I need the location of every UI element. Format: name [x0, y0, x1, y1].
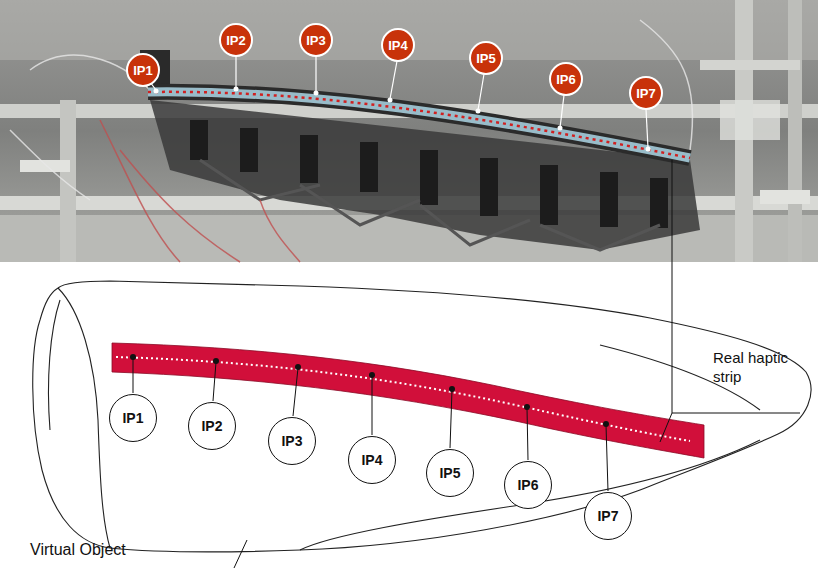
- photo: [0, 0, 818, 262]
- callout-circle-outline: IP4: [348, 436, 396, 484]
- callout-number: IP5: [439, 466, 460, 480]
- virtual-object-outline: [33, 281, 811, 552]
- callout-number: IP3: [306, 34, 326, 47]
- callout-circle: IP4: [381, 28, 415, 62]
- callout-circle-outline: IP5: [426, 449, 474, 497]
- callout-number: IP4: [361, 453, 382, 467]
- callout-number: IP5: [476, 52, 496, 65]
- callout-circle-outline: IP1: [109, 394, 157, 442]
- callout-circle-outline: IP3: [268, 417, 316, 465]
- callout-circle: IP5: [469, 41, 503, 75]
- callout-number: IP4: [388, 39, 408, 52]
- leader-lines: [133, 160, 800, 568]
- callout-circle: IP6: [549, 62, 583, 96]
- haptic-strip: [112, 343, 704, 458]
- callout-circle-outline: IP6: [504, 461, 552, 509]
- strip-label: Real haptic strip: [713, 349, 793, 387]
- strip-path: [116, 357, 690, 441]
- callout-circle-outline: IP2: [188, 402, 236, 450]
- callout-circle: IP2: [219, 23, 253, 57]
- callout-circle: IP3: [299, 23, 333, 57]
- callout-circle: IP1: [126, 53, 160, 87]
- object-label: Virtual Object: [30, 540, 190, 560]
- callout-circle-outline: IP7: [584, 492, 632, 540]
- callout-number: IP1: [122, 411, 143, 425]
- callout-number: IP6: [556, 73, 576, 86]
- callout-number: IP7: [636, 87, 656, 100]
- callout-number: IP2: [226, 34, 246, 47]
- callout-number: IP1: [133, 64, 153, 77]
- callout-number: IP3: [281, 434, 302, 448]
- callout-circle: IP7: [629, 76, 663, 110]
- callout-number: IP6: [517, 478, 538, 492]
- callout-number: IP2: [201, 419, 222, 433]
- callout-number: IP7: [597, 509, 618, 523]
